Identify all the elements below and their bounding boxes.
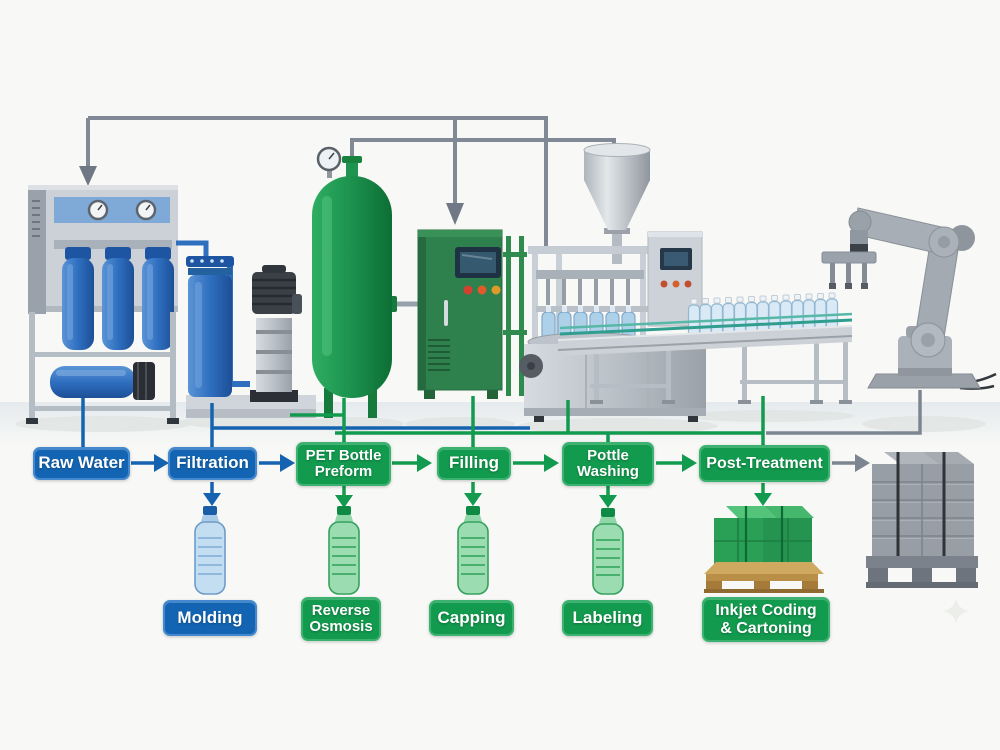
indicator-light	[463, 285, 473, 295]
green-bottle-item	[457, 506, 489, 595]
flow-step-label: Reverse	[311, 601, 371, 619]
flow-step-label: Pottle	[587, 446, 629, 464]
flow-step-label: Labeling	[572, 607, 643, 627]
indicator-light	[491, 285, 501, 295]
overhead-pipes	[86, 116, 616, 250]
washer-frame	[503, 236, 527, 396]
flow-connectors	[81, 390, 922, 449]
flow-step-label: Raw Water	[38, 453, 125, 473]
flow-arrows-horizontal	[131, 454, 870, 472]
flow-step-labeling: Labeling	[562, 600, 653, 636]
green-bottle-item	[592, 508, 624, 595]
filling-nozzles	[546, 279, 630, 305]
flow-step-label: Capping	[437, 607, 506, 627]
flow-step-capping: Capping	[429, 600, 514, 636]
pipe-arrowheads	[79, 166, 464, 225]
flow-step-molding: Molding	[163, 600, 257, 636]
indicator-light	[477, 285, 487, 295]
flow-step-post-treatment: Post-Treatment	[699, 445, 830, 482]
flow-step-label: Inkjet Coding	[715, 601, 817, 619]
green-control-cabinet	[417, 229, 503, 399]
filter-cartridges	[62, 247, 174, 350]
robot-arm	[821, 207, 997, 390]
pressure-gauges	[87, 199, 157, 221]
flow-step-inkjet-coding-cartoning: Inkjet Coding& Cartoning	[702, 597, 830, 642]
membrane-cylinder	[50, 362, 155, 400]
flow-step-label: Molding	[177, 607, 243, 627]
flow-step-label: Post-Treatment	[706, 454, 823, 472]
filling-machine	[519, 143, 706, 422]
sparkle-decoration	[943, 598, 969, 624]
filter-skid-machine	[26, 185, 209, 424]
flow-arrows-down	[203, 482, 772, 508]
green-tank-machine	[312, 146, 420, 418]
flow-step-label: PET Bottle	[305, 446, 382, 464]
pump-machine	[250, 265, 302, 402]
flow-step-filtration: Filtration	[168, 447, 257, 480]
blue-bottle-item	[194, 506, 226, 595]
gray-crate-pallet	[866, 452, 978, 588]
arrow-into-filter-skid	[79, 166, 97, 186]
flow-step-filling: Filling	[437, 447, 511, 480]
green-carton-pallet	[704, 506, 824, 593]
flow-step-label: Filtration	[176, 453, 249, 473]
arrow-into-control-cabinet	[446, 203, 464, 225]
flow-step-raw-water: Raw Water	[33, 447, 130, 480]
green-bottle-item	[328, 506, 360, 595]
robot-gripper	[821, 251, 877, 289]
flow-step-label: Filling	[448, 453, 500, 473]
conveyor	[557, 292, 853, 404]
skid-frame	[26, 312, 179, 424]
